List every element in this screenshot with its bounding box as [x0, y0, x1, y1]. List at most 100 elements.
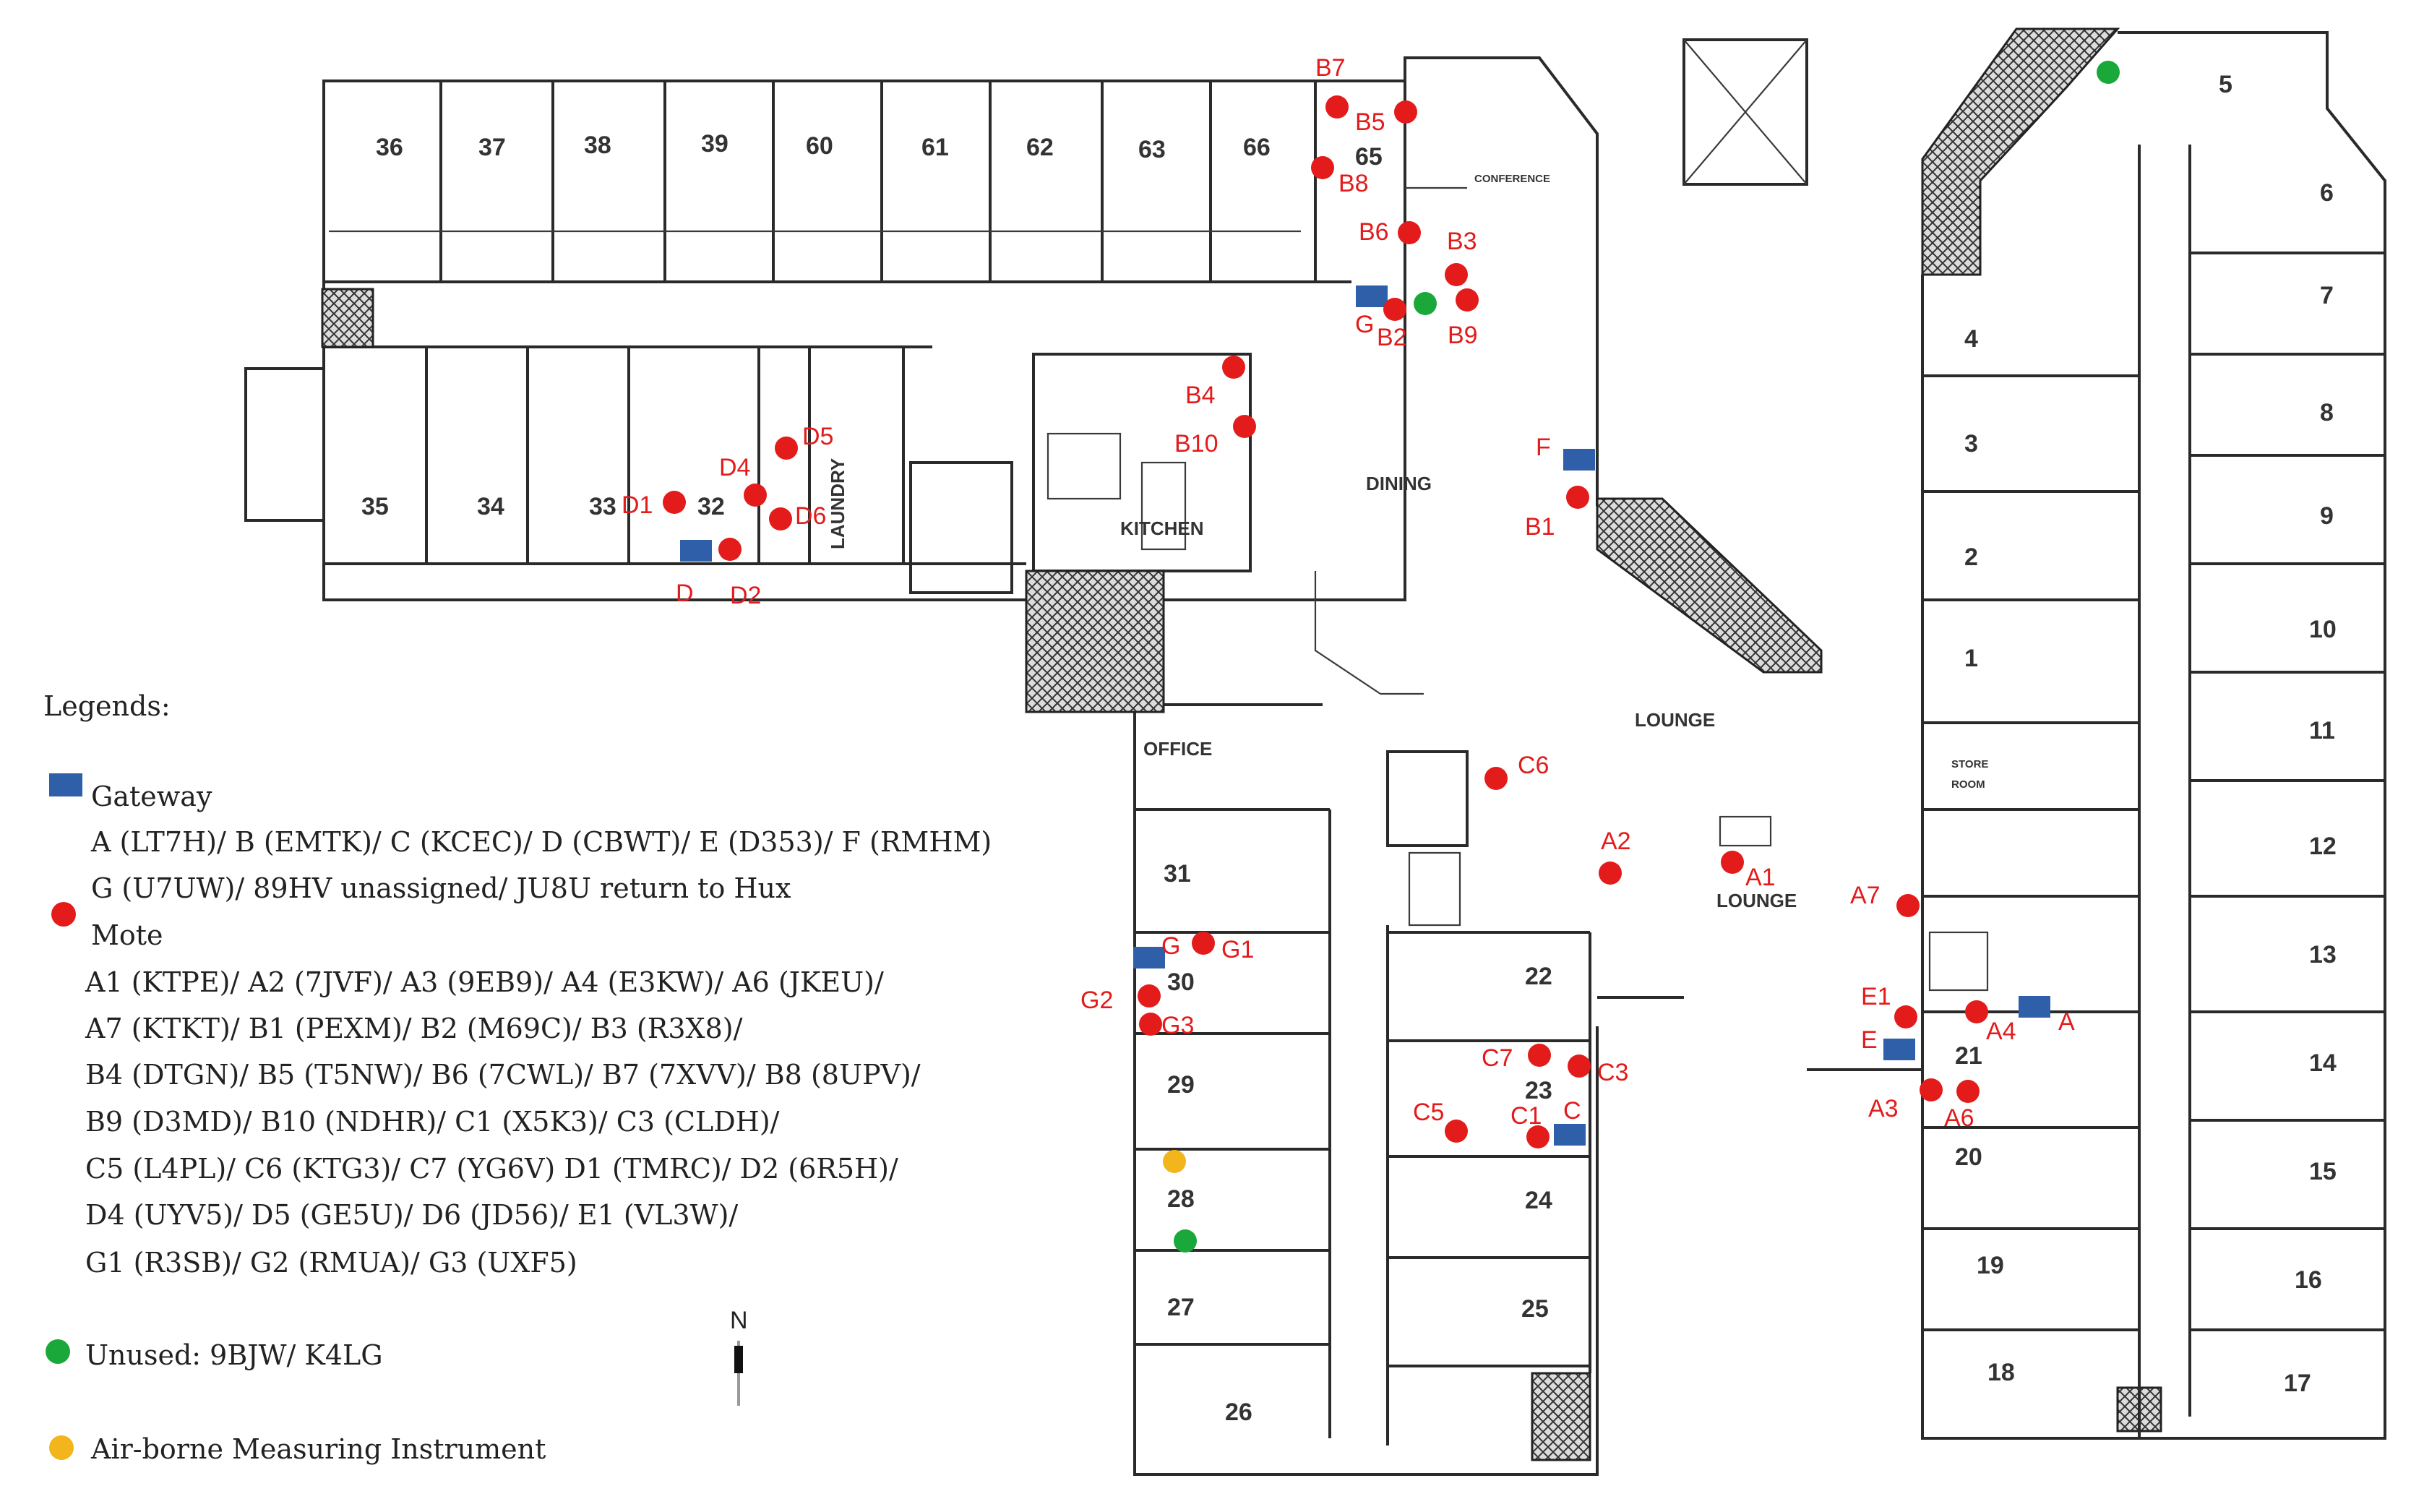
gateway-G2box-label: G: [1161, 932, 1180, 960]
mote-D1-label: D1: [622, 491, 653, 519]
mote-E1-label: E1: [1861, 983, 1891, 1010]
mote-B4-marker: [1222, 356, 1245, 379]
mote-C5-marker: [1445, 1120, 1468, 1143]
room-21-label: 21: [1955, 1042, 1982, 1070]
mote-D4-label: D4: [719, 454, 750, 481]
instrument-I1-marker: [1163, 1150, 1186, 1173]
room-24-label: 24: [1525, 1187, 1552, 1214]
mote-D4-marker: [744, 484, 767, 507]
mote-C6-marker: [1484, 767, 1508, 790]
gateway-A-marker: [2019, 996, 2050, 1018]
north-compass: N: [730, 1307, 748, 1406]
room-3-label: 3: [1964, 430, 1978, 458]
gateway-E-label: E: [1861, 1026, 1878, 1054]
mote-B10-marker: [1233, 415, 1256, 438]
room-4-label: 4: [1964, 325, 1978, 353]
legend-gateway-title: Gateway: [91, 781, 212, 812]
mote-B2-marker: [1383, 298, 1406, 321]
legend-mote-line-7: G1 (R3SB)/ G2 (RMUA)/ G3 (UXF5): [85, 1247, 577, 1279]
building-walls: [244, 27, 2386, 1476]
mote-A2-label: A2: [1601, 828, 1631, 855]
store-room-label-2: ROOM: [1951, 778, 1985, 791]
west-column-rooms: [1135, 808, 1331, 1438]
room-18-label: 18: [1987, 1359, 2015, 1386]
legend-mote-line-4: B9 (D3MD)/ B10 (NDHR)/ C1 (X5K3)/ C3 (CL…: [85, 1106, 780, 1138]
mote-B5-label: B5: [1355, 108, 1385, 136]
mote-A7-marker: [1896, 894, 1920, 917]
room-19-label: 19: [1977, 1252, 2004, 1279]
mote-C5-label: C5: [1413, 1099, 1444, 1126]
gateway-A-label: A: [2058, 1008, 2075, 1036]
mote-C3-label: C3: [1597, 1059, 1628, 1086]
mote-D6-marker: [769, 507, 792, 531]
legend-unused-text: Unused: 9BJW/ K4LG: [85, 1339, 383, 1371]
room-11-label: 11: [2309, 717, 2335, 744]
gateway-F-marker: [1563, 449, 1595, 471]
mote-B6-marker: [1398, 221, 1421, 244]
room-labels: 36 37 38 39 60 61 62 63 66 65 35 34 33 3…: [361, 71, 2337, 1426]
hatched-west-column: [321, 288, 374, 348]
mote-A3-label: A3: [1868, 1095, 1899, 1122]
conference-label: CONFERENCE: [1474, 173, 1550, 185]
room-63-label: 63: [1138, 136, 1166, 163]
mote-A4-label: A4: [1986, 1018, 2016, 1045]
legend-gateway-line-2: G (U7UW)/ 89HV unassigned/ JU8U return t…: [91, 872, 791, 904]
room-13-label: 13: [2309, 941, 2337, 968]
legend-gateway-line-1: A (LT7H)/ B (EMTK)/ C (KCEC)/ D (CBWT)/ …: [90, 826, 992, 858]
legend: Legends: Gateway A (LT7H)/ B (EMTK)/ C (…: [43, 690, 992, 1465]
mote-C1-marker: [1526, 1125, 1550, 1148]
gateway-E-marker: [1883, 1039, 1915, 1060]
mote-G2-marker: [1138, 984, 1161, 1008]
legend-mote-line-1: A1 (KTPE)/ A2 (7JVF)/ A3 (9EB9)/ A4 (E3K…: [85, 966, 884, 998]
courtyard-skylight: [1682, 38, 1808, 186]
room-27-label: 27: [1167, 1294, 1195, 1321]
gateway-D-marker: [680, 540, 712, 562]
room-35-label: 35: [361, 493, 389, 520]
room-66-label: 66: [1243, 134, 1271, 161]
mote-C7-marker: [1528, 1044, 1551, 1067]
area-labels: DINING LOUNGE LOUNGE KITCHEN OFFICE LAUN…: [827, 173, 1988, 911]
room-39-label: 39: [701, 130, 729, 158]
legend-mote-line-6: D4 (UYV5)/ D5 (GE5U)/ D6 (JD56)/ E1 (VL3…: [85, 1199, 738, 1231]
room-61-label: 61: [921, 134, 949, 161]
mote-A1-marker: [1721, 851, 1744, 874]
mote-A3-marker: [1920, 1078, 1943, 1101]
room-30-label: 30: [1167, 968, 1195, 996]
room-26-label: 26: [1225, 1399, 1252, 1426]
kitchen-label: KITCHEN: [1120, 517, 1204, 539]
south-room-dividers: [324, 347, 1026, 594]
hatched-walkway-northeast: [1921, 27, 2120, 276]
legend-gateway-swatch: [49, 773, 82, 796]
middle-column-rooms: [1386, 750, 1591, 1446]
room-29-label: 29: [1167, 1071, 1195, 1099]
room-8-label: 8: [2320, 399, 2334, 426]
mote-B7-marker: [1325, 95, 1349, 119]
compass-north-label: N: [730, 1307, 748, 1334]
mote-A6-marker: [1956, 1080, 1980, 1103]
unused-U1-marker: [2097, 61, 2120, 84]
room-7-label: 7: [2320, 282, 2334, 309]
legend-instrument-swatch: [49, 1435, 74, 1460]
mote-E1-marker: [1894, 1005, 1917, 1028]
room-37-label: 37: [478, 134, 506, 161]
store-room-label-1: STORE: [1951, 758, 1988, 770]
mote-B8-label: B8: [1338, 170, 1369, 197]
room-31-label: 31: [1164, 860, 1191, 888]
mote-A4-marker: [1965, 1000, 1988, 1023]
mote-B3-marker: [1445, 263, 1468, 286]
east-column-rooms: [2190, 252, 2385, 1331]
legend-unused-swatch: [46, 1339, 70, 1364]
legend-mote-line-5: C5 (L4PL)/ C6 (KTG3)/ C7 (YG6V) D1 (TMRC…: [85, 1153, 898, 1185]
mote-B10-label: B10: [1174, 430, 1219, 458]
north-room-dividers: [329, 81, 1317, 282]
instrument-markers: [1163, 1150, 1186, 1173]
room-6-label: 6: [2320, 179, 2334, 207]
room-28-label: 28: [1167, 1185, 1195, 1213]
legend-mote-swatch: [51, 902, 76, 927]
mote-D2-label: D2: [730, 582, 761, 609]
room-23-label: 23: [1525, 1077, 1552, 1104]
room-16-label: 16: [2295, 1266, 2322, 1294]
room-38-label: 38: [584, 132, 611, 159]
gateway-C-label: C: [1563, 1097, 1581, 1125]
